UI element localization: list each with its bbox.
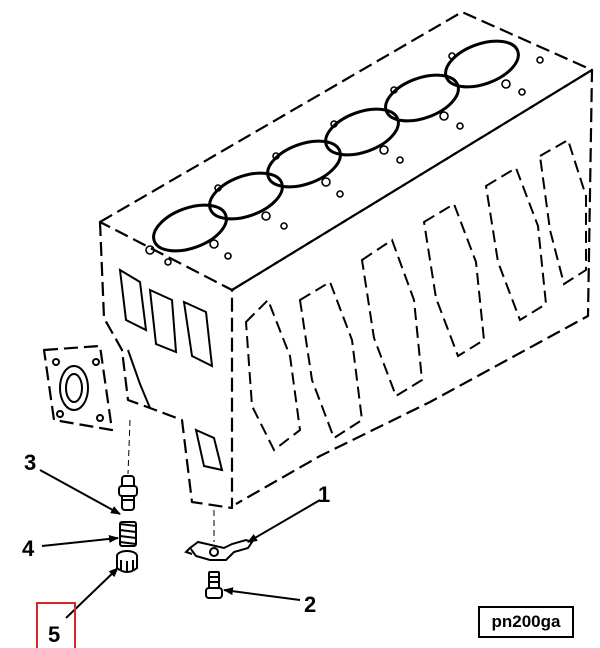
callout-2: 2 xyxy=(304,592,316,617)
leader-lines xyxy=(39,469,321,619)
callout-5: 5 xyxy=(48,622,60,647)
figure-id-label: pn200ga xyxy=(478,606,574,638)
part-3-plunger xyxy=(118,475,138,511)
cylinder-bores xyxy=(152,39,520,253)
callout-1: 1 xyxy=(318,482,330,507)
front-housing-detail xyxy=(52,268,224,472)
callout-labels: 1 2 3 4 5 xyxy=(22,450,330,647)
leader-3 xyxy=(39,469,121,515)
leader-1 xyxy=(247,499,321,543)
callout-4: 4 xyxy=(22,536,35,561)
assembly-centerlines xyxy=(127,419,215,542)
leader-2 xyxy=(223,587,301,601)
leader-4 xyxy=(41,534,119,547)
callout-3: 3 xyxy=(24,450,36,475)
crankcase-webs xyxy=(244,138,587,452)
callout-5-highlight xyxy=(36,602,76,648)
part-1-cooling-nozzle xyxy=(184,538,254,561)
part-5-plug xyxy=(116,550,138,573)
part-2-capscrew xyxy=(205,571,223,599)
part-4-spring xyxy=(119,521,137,547)
deck-holes xyxy=(145,52,544,266)
